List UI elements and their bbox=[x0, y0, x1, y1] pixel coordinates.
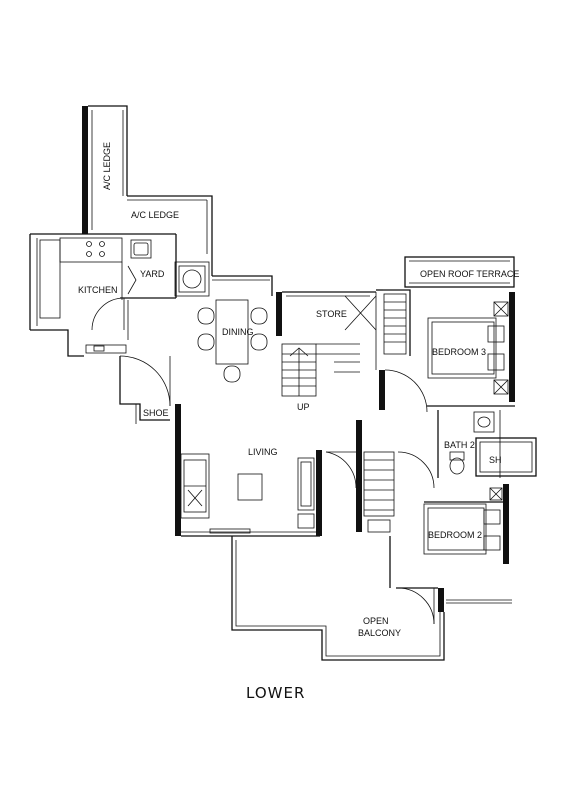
staircase: UP bbox=[281, 343, 360, 412]
room-label-sh: SH bbox=[489, 455, 502, 465]
store: STORE bbox=[276, 291, 377, 370]
room-label-open-balcony-1: OPEN bbox=[363, 616, 389, 626]
ac-ledge-vertical: A/C LEDGE bbox=[82, 105, 128, 234]
dining: DINING bbox=[197, 275, 273, 383]
room-label-shoe: SHOE bbox=[143, 408, 169, 418]
bath-2: BATH 2 bbox=[437, 410, 501, 478]
room-label-yard: YARD bbox=[140, 269, 165, 279]
room-label-bedroom-2: BEDROOM 2 bbox=[428, 530, 482, 540]
bedroom-3: BEDROOM 3 bbox=[379, 289, 515, 413]
room-label-open-balcony-2: BALCONY bbox=[358, 628, 401, 638]
living: LIVING bbox=[175, 404, 322, 537]
room-label-bedroom-3: BEDROOM 3 bbox=[432, 347, 486, 357]
shoe-cabinet: SHOE bbox=[119, 355, 171, 424]
ac-ledge: A/C LEDGE bbox=[127, 195, 213, 254]
room-label-up: UP bbox=[297, 402, 310, 412]
bedroom-2: BEDROOM 2 bbox=[396, 484, 512, 625]
open-balcony: OPEN BALCONY bbox=[231, 536, 445, 661]
room-label-kitchen: KITCHEN bbox=[78, 285, 118, 295]
room-label-open-roof-terrace: OPEN ROOF TERRACE bbox=[420, 269, 519, 279]
open-roof-terrace: OPEN ROOF TERRACE bbox=[404, 256, 519, 288]
shower: SH bbox=[475, 437, 537, 477]
kitchen: KITCHEN bbox=[29, 233, 176, 357]
room-label-living: LIVING bbox=[248, 447, 278, 457]
interior-walls bbox=[120, 254, 383, 340]
room-label-dining: DINING bbox=[222, 327, 254, 337]
plan-caption: LOWER bbox=[246, 684, 305, 702]
room-label-ac-ledge-vertical: A/C LEDGE bbox=[102, 142, 112, 190]
room-label-ac-ledge: A/C LEDGE bbox=[131, 210, 179, 220]
room-label-bath-2: BATH 2 bbox=[444, 440, 475, 450]
corridor bbox=[325, 420, 435, 533]
yard: YARD bbox=[127, 234, 210, 298]
room-label-store: STORE bbox=[316, 309, 347, 319]
